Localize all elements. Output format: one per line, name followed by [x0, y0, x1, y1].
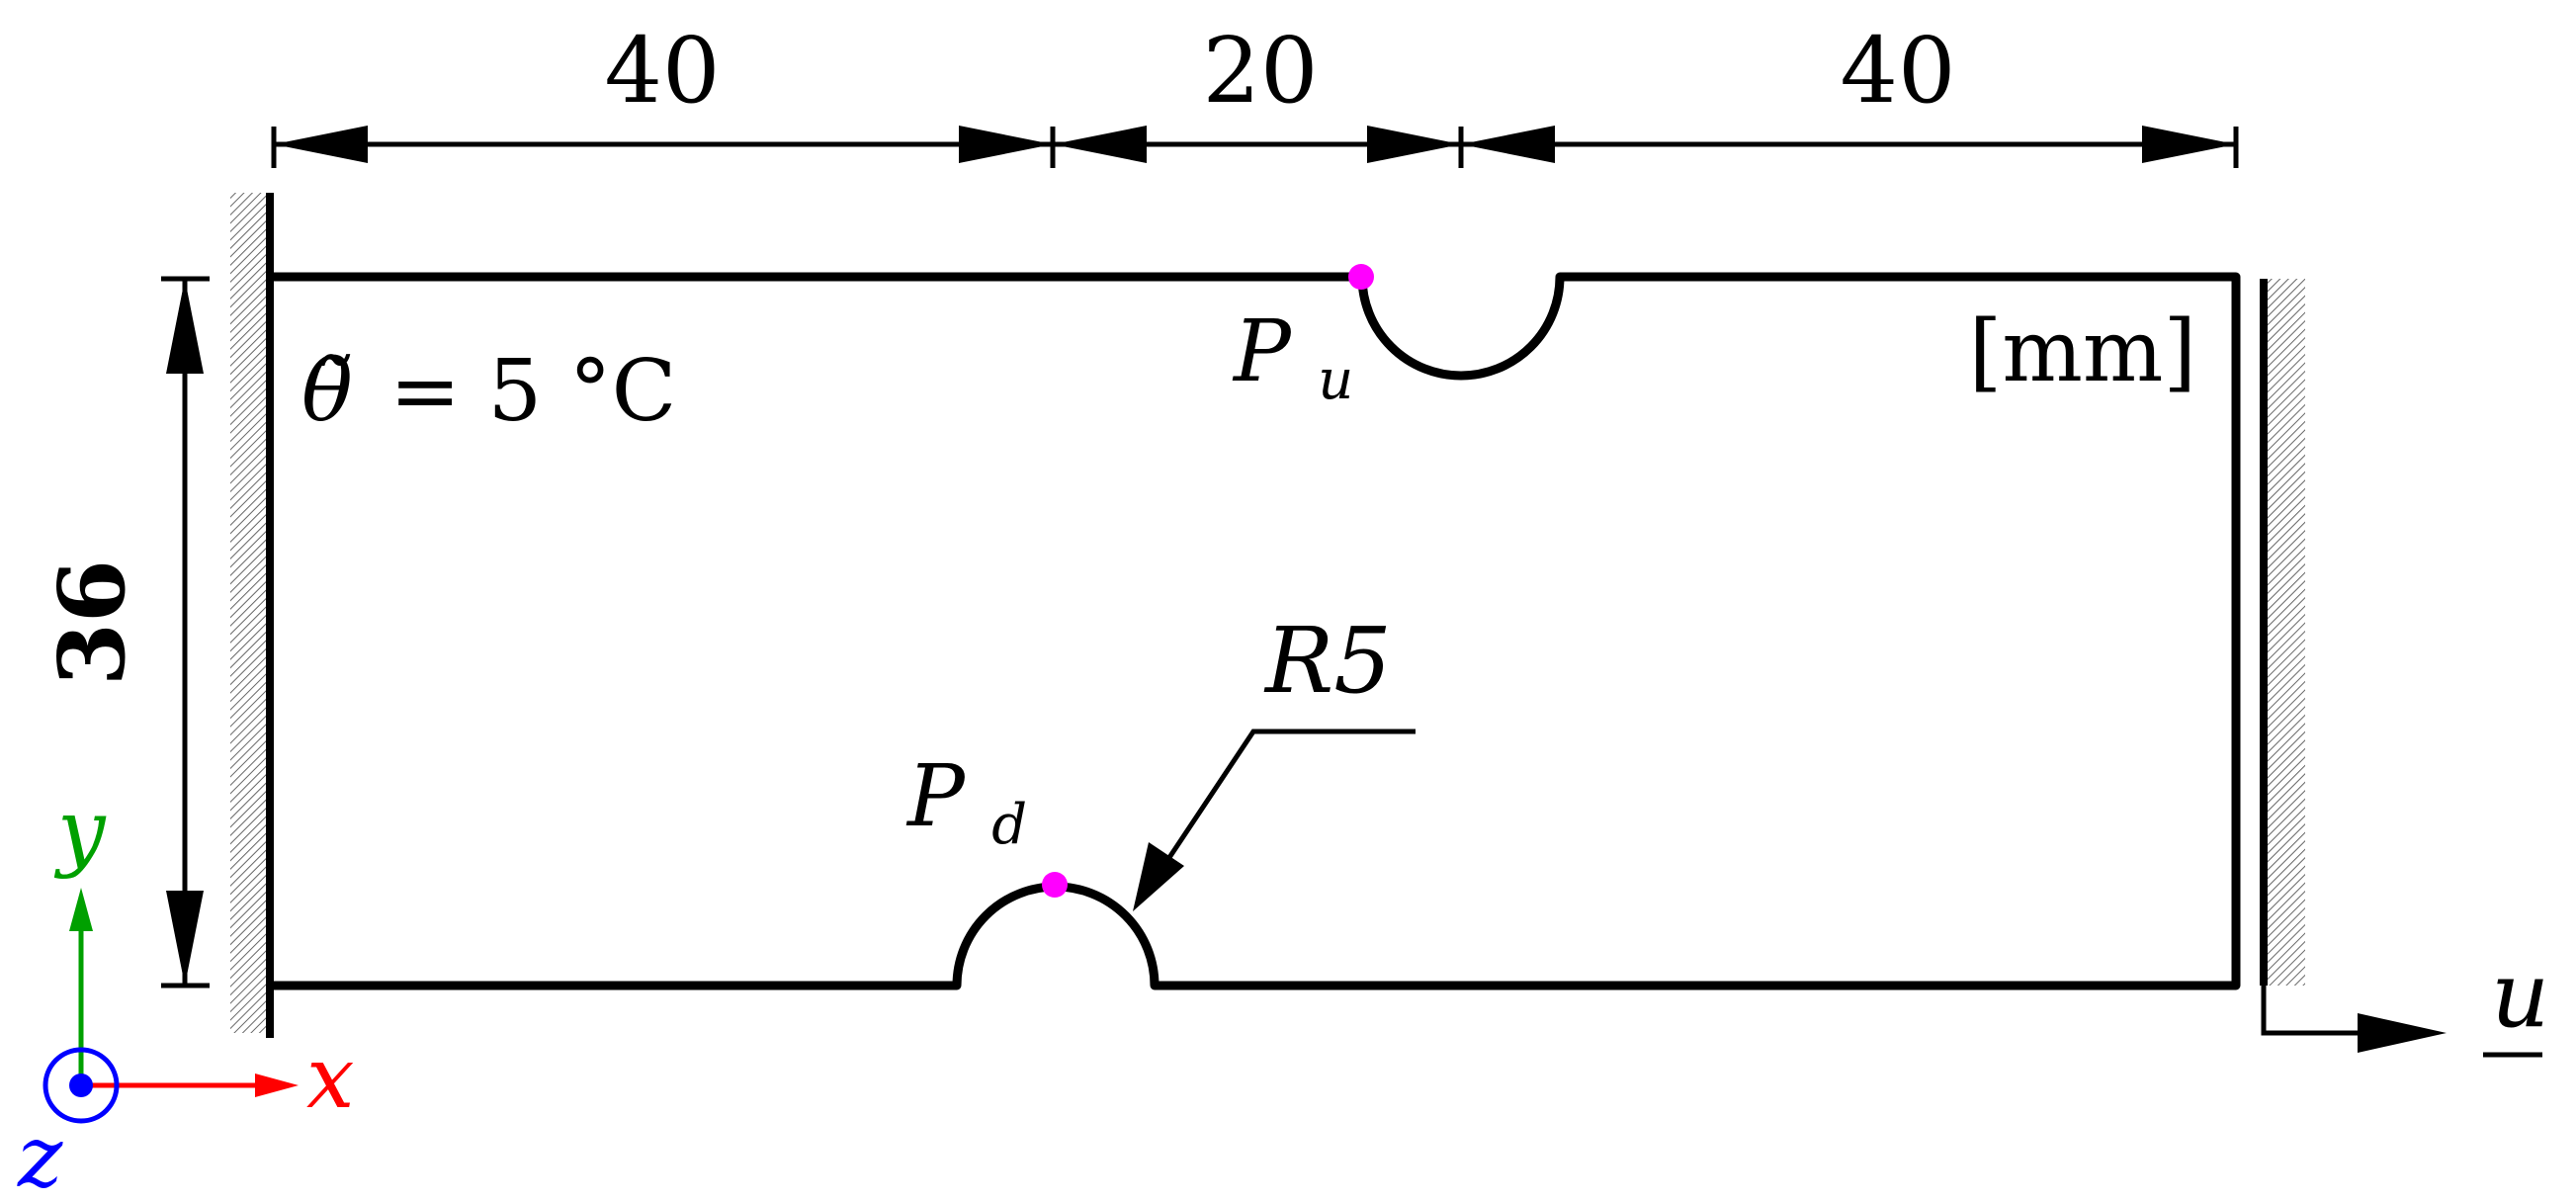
height-dimension-arrows: [166, 279, 204, 986]
top-dimension-arrows: [274, 126, 2236, 163]
left-support: [230, 193, 274, 1038]
axis-y: [69, 888, 93, 1085]
axis-x-label: x: [306, 1029, 355, 1128]
specimen-outline: [272, 272, 2241, 990]
axis-z: [43, 1047, 120, 1124]
dimension-top-left: 40: [604, 18, 720, 124]
point-lower-label: P d: [905, 747, 1027, 857]
axis-z-label: z: [17, 1108, 63, 1203]
point-lower-marker: [1042, 872, 1068, 898]
point-upper-subscript: u: [1318, 348, 1353, 412]
dimension-top-middle: 20: [1202, 18, 1318, 124]
unit-label: [mm]: [1969, 302, 2196, 401]
dimension-height: 36: [39, 559, 145, 686]
height-dimension-lines: [161, 276, 210, 988]
top-dimension-lines: [271, 127, 2239, 168]
point-upper-marker: [1348, 264, 1374, 290]
axis-x: [81, 1074, 299, 1097]
displacement-arrow: [2261, 986, 2447, 1053]
dimension-top-right: 40: [1840, 18, 1955, 124]
point-upper-label: P u: [1232, 302, 1353, 412]
right-support: [2260, 279, 2305, 986]
temperature-value: = 5 °C: [389, 342, 676, 441]
point-lower-subscript: d: [991, 793, 1027, 857]
point-lower-letter: P: [905, 747, 967, 846]
point-upper-letter: P: [1232, 302, 1293, 401]
temperature-symbol: θ̃: [301, 342, 353, 441]
displacement-label: u: [2491, 942, 2549, 1048]
axis-y-label: y: [53, 782, 107, 881]
radius-leader: [1133, 729, 1416, 911]
temperature-label: θ̃ = 5 °C: [301, 342, 676, 441]
radius-label: R5: [1263, 608, 1392, 714]
